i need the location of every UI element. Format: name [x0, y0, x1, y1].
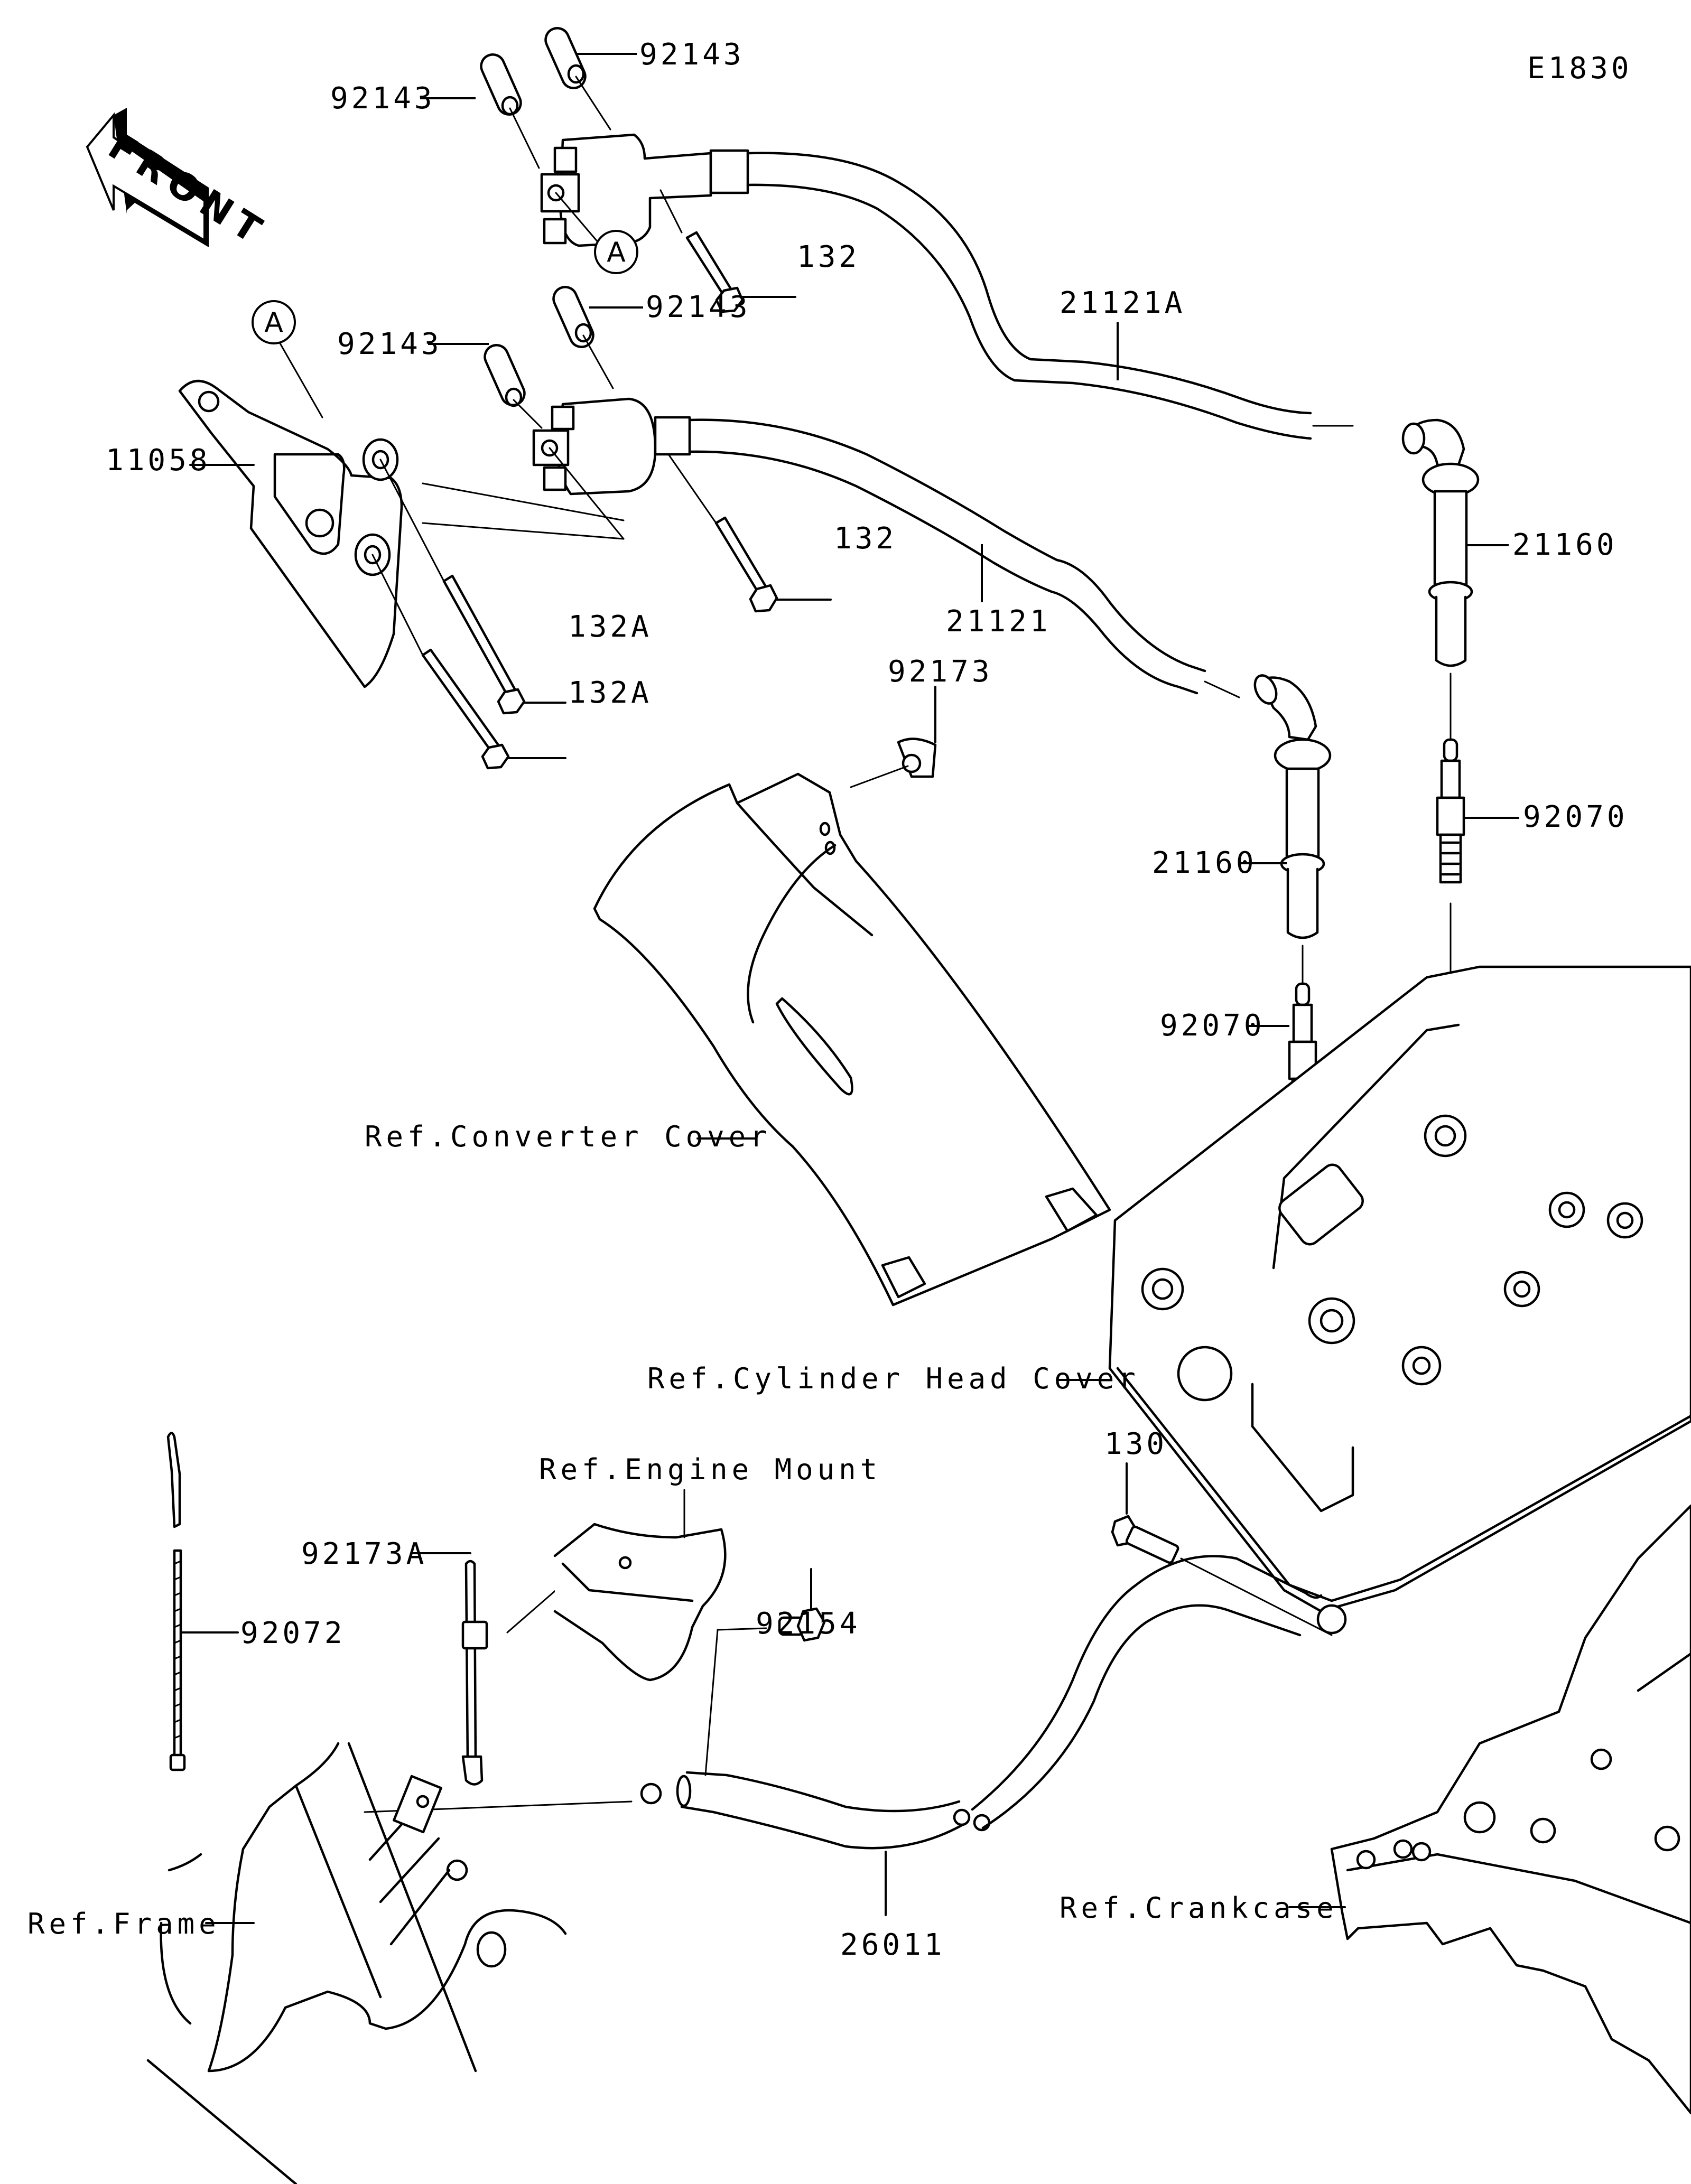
part-label-92143-d[interactable]: 92143: [337, 327, 442, 361]
part-label-92070-b[interactable]: 92070: [1160, 1009, 1265, 1043]
reference-labels: Ref.Converter Cover Ref.Cylinder Head Co…: [27, 1120, 1338, 1940]
part-label-92070-a[interactable]: 92070: [1523, 800, 1628, 834]
part-label-92173[interactable]: 92173: [888, 655, 993, 689]
part-label-132-b[interactable]: 132: [834, 521, 897, 556]
frame: [146, 1742, 567, 2184]
spark-plug-right[interactable]: [1436, 738, 1465, 1248]
ref-label-frame: Ref.Frame: [27, 1907, 220, 1940]
part-label-132A-a[interactable]: 132A: [568, 610, 652, 644]
coil-lead-21121: [688, 418, 1206, 673]
engine-mount: [553, 1489, 727, 1682]
part-label-21121A[interactable]: 21121A: [1060, 286, 1185, 320]
part-label-130[interactable]: 130: [1104, 1427, 1167, 1461]
clamp-92173[interactable]: [850, 686, 937, 788]
diagram-code: E1830: [1527, 51, 1632, 86]
ref-label-converter-cover: Ref.Converter Cover: [365, 1120, 772, 1153]
svg-text:A: A: [264, 307, 283, 339]
bracket-11058[interactable]: [178, 380, 625, 770]
clamp-92173A[interactable]: [411, 1552, 569, 1786]
part-label-132A-b[interactable]: 132A: [568, 676, 652, 710]
bolt-92154[interactable]: [778, 1568, 826, 1642]
ref-label-cylinder-head-cover: Ref.Cylinder Head Cover: [647, 1362, 1140, 1395]
part-label-92154[interactable]: 92154: [756, 1607, 861, 1641]
part-label-132-a[interactable]: 132: [797, 240, 860, 274]
callout-a-upper: A: [594, 230, 638, 274]
ref-label-crankcase: Ref.Crankcase: [1060, 1891, 1338, 1925]
bolt-130[interactable]: [1111, 1462, 1333, 1636]
plug-cap-left[interactable]: [1251, 672, 1332, 984]
svg-text:A: A: [607, 237, 626, 268]
cylinder-head-cover: [1108, 965, 1691, 1613]
part-label-92143-c[interactable]: 92143: [646, 290, 751, 324]
part-label-92173A[interactable]: 92173A: [301, 1537, 427, 1571]
ref-label-engine-mount: Ref.Engine Mount: [539, 1453, 881, 1486]
ground-lead-26011[interactable]: [364, 1555, 1347, 1916]
callout-a-lower: A: [252, 300, 323, 418]
part-label-11058[interactable]: 11058: [106, 443, 211, 478]
part-labels: 92143 92143 132 92143 92143 11058 132 13…: [106, 38, 1628, 1962]
converter-cover: [593, 772, 1111, 1306]
part-label-26011[interactable]: 26011: [840, 1928, 945, 1962]
band-92072[interactable]: [166, 1432, 239, 1771]
plug-cap-right[interactable]: [1401, 418, 1480, 741]
ignition-coil-lower[interactable]: [422, 283, 832, 613]
part-label-21160-b[interactable]: 21160: [1152, 846, 1257, 880]
front-arrow-icon: FRONT: [86, 108, 275, 255]
part-label-21121[interactable]: 21121: [946, 604, 1051, 639]
part-label-92143-b[interactable]: 92143: [330, 81, 435, 116]
crankcase: [1288, 1504, 1691, 2115]
part-label-21160-a[interactable]: 21160: [1512, 528, 1618, 562]
ignition-coil-upper[interactable]: [477, 24, 796, 313]
coil-lead-21121A: [746, 152, 1312, 415]
part-label-92072[interactable]: 92072: [240, 1616, 346, 1650]
part-label-92143-a[interactable]: 92143: [639, 38, 745, 72]
